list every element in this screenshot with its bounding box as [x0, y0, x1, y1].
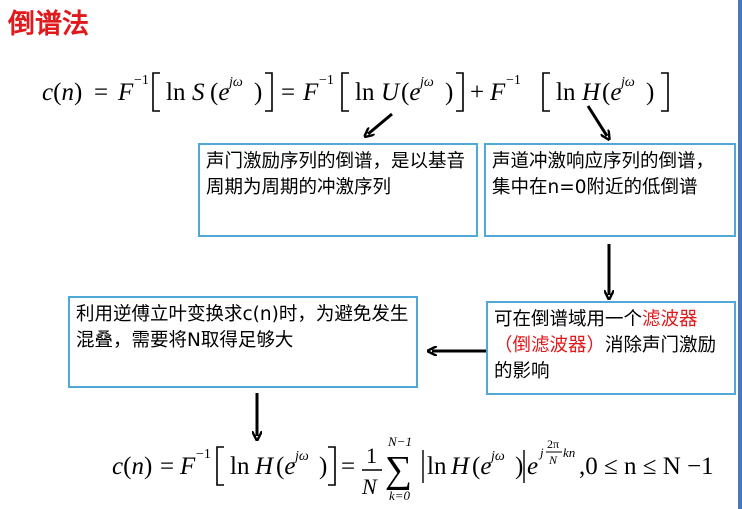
- formula2-inv: −1: [196, 447, 211, 462]
- box-filter-text-pre: 可在倒谱域用一个: [494, 309, 643, 330]
- formula2-sum-lower: k=0: [389, 488, 411, 503]
- formula2-H-2: H: [450, 453, 471, 480]
- formula1-H: H: [581, 79, 602, 106]
- box-inverse-text: 利用逆傅立叶变换求c(n)时，为避免发生混叠，需要将N取得足够大: [76, 304, 409, 351]
- formula1-bracket-open-3: [542, 72, 550, 112]
- formula1-arg-3: (e: [602, 79, 621, 106]
- formula2-exp-den: N: [548, 453, 558, 467]
- formula2-range: ,0 ≤ n ≤ N −1: [579, 453, 714, 480]
- formula2-sigma: ∑: [385, 449, 412, 491]
- formula1-ln-2: ln: [355, 79, 375, 106]
- box-vocal-tract-text: 声道冲激响应序列的倒谱，集中在n=0附近的低倒谱: [492, 151, 715, 198]
- formula1-U: U: [381, 79, 401, 106]
- formula1-F-1: F: [117, 79, 134, 106]
- formula2-H-1: H: [254, 453, 275, 480]
- formula1-F-3: F: [489, 79, 506, 106]
- box-inverse-transform: 利用逆傅立叶变换求c(n)时，为避免发生混叠，需要将N取得足够大: [68, 296, 418, 388]
- accent-bar: [738, 0, 742, 509]
- formula1-plus: +: [470, 79, 484, 106]
- formula1-inv-2: −1: [319, 73, 334, 88]
- formula2-frac-num: 1: [366, 443, 377, 468]
- formula1-F-2: F: [302, 79, 319, 106]
- formula2-exp-j: j: [538, 445, 544, 460]
- formula1-close-3: ): [646, 79, 654, 106]
- formula2-frac-den: N: [361, 474, 378, 499]
- formula1-bracket-open-1: [152, 72, 160, 112]
- formula2-ln-1: ln: [230, 453, 250, 480]
- formula1-close-2: ): [445, 79, 453, 106]
- box-vocal-tract-cepstrum: 声道冲激响应序列的倒谱，集中在n=0附近的低倒谱: [484, 143, 736, 237]
- formula2-ln-2: ln: [427, 453, 447, 480]
- formula1-inv-3: −1: [506, 73, 521, 88]
- formula2-F: F: [179, 453, 196, 480]
- formula2-close-2: ): [515, 453, 523, 480]
- formula1-ln-1: ln: [166, 79, 186, 106]
- formula1-lhs: c(n): [42, 79, 82, 106]
- formula1-inv-1: −1: [134, 73, 149, 88]
- formula2-eq-2: =: [341, 453, 355, 480]
- box-filter-text-post: 消除声门激励的影响: [494, 335, 717, 382]
- page-title: 倒谱法: [8, 9, 89, 40]
- formula2-arg-2: (e: [472, 453, 491, 480]
- formula1-jw-2: jω: [418, 75, 434, 90]
- formula1-eq-2: =: [281, 79, 295, 106]
- formula2-exp-kn: kn: [563, 445, 575, 460]
- formula2-arg-1: (e: [276, 453, 295, 480]
- formula2-exp-base: e: [527, 453, 538, 480]
- formula2-jw-2: jω: [489, 449, 505, 464]
- formula2-close-1: ): [319, 453, 327, 480]
- formula1-jw-1: jω: [227, 75, 243, 90]
- formula1-close-1: ): [254, 79, 262, 106]
- box-excitation-text: 声门激励序列的倒谱，是以基音周期为周期的冲激序列: [206, 151, 466, 198]
- box-cepstral-filter: 可在倒谱域用一个滤波器（倒滤波器）消除声门激励的影响: [486, 301, 736, 395]
- formula2-bracket-open: [216, 446, 224, 486]
- formula2-exp-num: 2π: [547, 437, 559, 451]
- formula1-ln-3: ln: [556, 79, 576, 106]
- box-filter-text-red: 滤波器（倒滤波器）: [494, 309, 698, 356]
- arrow-to-excitation: [368, 112, 393, 134]
- formula1-eq-1: =: [94, 79, 108, 106]
- formula2-eq-1: =: [160, 453, 174, 480]
- formula2-jw-1: jω: [293, 449, 309, 464]
- formula1-bracket-close-3: [661, 72, 669, 112]
- formula1-bracket-close-2: [456, 72, 464, 112]
- formula2-lhs: c(n): [112, 453, 152, 480]
- formula1-S: S: [192, 79, 205, 106]
- formula2-bracket-close: [328, 446, 336, 486]
- box-excitation-cepstrum: 声门激励序列的倒谱，是以基音周期为周期的冲激序列: [198, 143, 478, 237]
- formula1-arg-1: (e: [210, 79, 229, 106]
- formula1-jw-3: jω: [619, 75, 635, 90]
- formula-cepstrum-decomposition: c(n) = F −1 ln S (e jω ) = F −1 ln U (e …: [42, 72, 669, 112]
- formula1-bracket-open-2: [341, 72, 349, 112]
- formula2-sum-upper: N−1: [387, 434, 412, 449]
- arrow-to-vocal-tract: [586, 105, 607, 136]
- formula1-arg-2: (e: [401, 79, 420, 106]
- formula1-bracket-close-1: [265, 72, 273, 112]
